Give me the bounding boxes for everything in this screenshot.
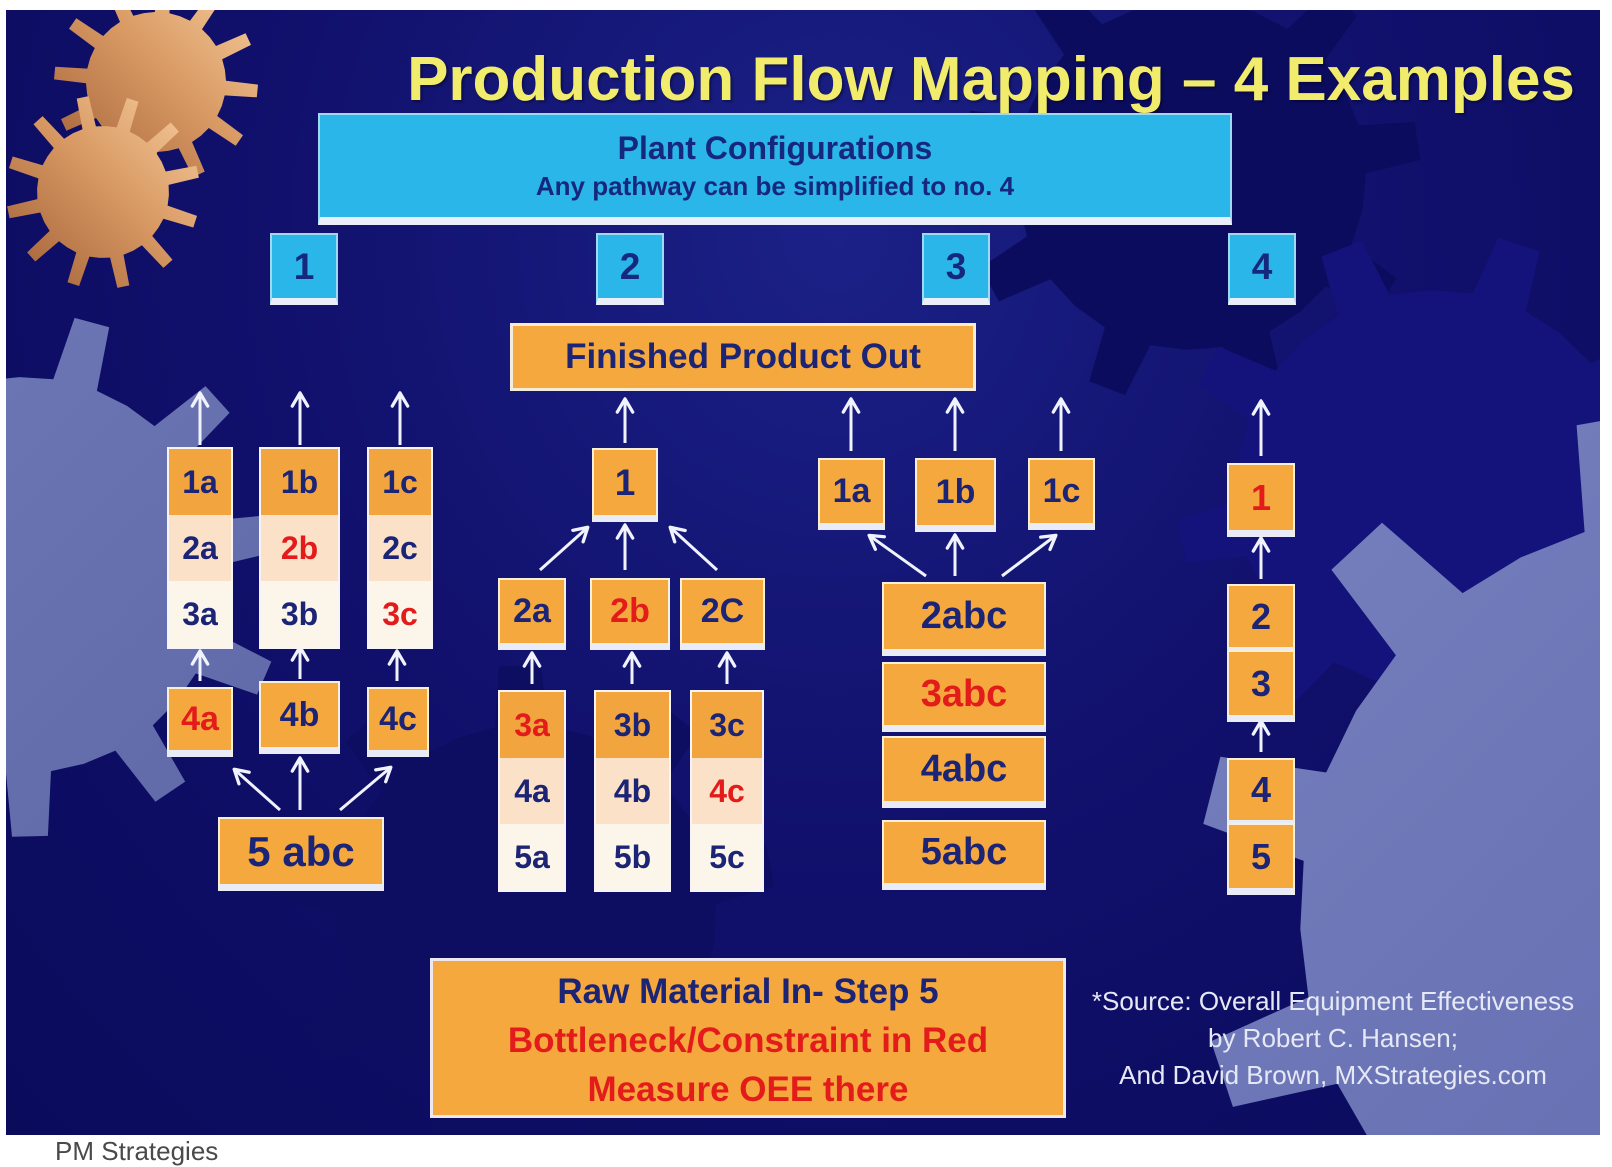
plant-configurations-subheading: Any pathway can be simplified to no. 4	[535, 171, 1015, 201]
step-cell: 4a	[514, 772, 550, 809]
page-footer-text: PM Strategies	[55, 1136, 219, 1166]
periwinkle-gear-icon	[1203, 421, 1600, 1135]
step-cell: 5abc	[920, 831, 1008, 873]
note-line-1: Raw Material In- Step 5	[557, 972, 939, 1011]
periwinkle-gear-icon	[6, 317, 285, 837]
ex3-step-1b-box: 1b	[915, 458, 996, 532]
copper-gear-icon	[54, 10, 258, 184]
ex2-step-2a-box: 2a	[498, 578, 566, 650]
ex2-column-a: 3a 4a 5a	[498, 690, 566, 892]
note-line-2: Bottleneck/Constraint in Red	[507, 1021, 989, 1060]
step-cell: 5 abc	[247, 827, 355, 875]
step-cell: 5	[1250, 835, 1272, 877]
step-cell: 5b	[613, 838, 652, 875]
bottleneck-step-cell: 4a	[181, 700, 219, 738]
step-cell: 1	[614, 461, 636, 503]
step-cell: 5c	[709, 838, 745, 875]
step-cell: 4	[1250, 769, 1272, 810]
ex4-step-2-box: 2	[1227, 584, 1295, 650]
step-cell: 2a	[513, 592, 551, 630]
bottleneck-step-cell: 3c	[382, 595, 418, 632]
step-cell: 4abc	[920, 748, 1008, 790]
ex1-step-4a-box: 4a	[167, 687, 233, 757]
ex3-step-1a-box: 1a	[818, 458, 885, 530]
bottleneck-step-cell: 2b	[610, 592, 650, 630]
ex2-step-1-box: 1	[592, 448, 658, 522]
step-cell: 1b	[280, 463, 319, 500]
ex2-column-b: 3b 4b 5b	[594, 690, 671, 892]
ex1-step-4b-box: 4b	[259, 681, 340, 754]
step-cell: 3c	[709, 706, 745, 743]
step-cell: 4b	[279, 695, 320, 734]
step-cell: 1a	[182, 463, 218, 500]
step-cell: 1b	[935, 473, 976, 511]
ex1-column-c: 1c 2c 3c	[367, 447, 433, 649]
ex2-step-2c-box: 2C	[680, 578, 765, 650]
finished-product-out-box: Finished Product Out	[510, 323, 976, 391]
source-credit-line-3: And David Brown, MXStrategies.com	[1119, 1060, 1547, 1090]
bottleneck-step-cell: 3a	[514, 706, 550, 743]
step-cell: 3b	[613, 706, 652, 743]
step-cell: 2c	[382, 529, 418, 566]
step-cell: 3a	[182, 595, 218, 632]
step-cell: 5a	[514, 838, 550, 875]
bottleneck-step-cell: 4c	[709, 772, 745, 809]
config-badge-2: 2	[596, 233, 664, 305]
ex4-step-1-box: 1	[1227, 463, 1295, 537]
copper-gear-icon	[7, 96, 199, 288]
step-cell: 2abc	[920, 595, 1008, 637]
source-credit: *Source: Overall Equipment Effectiveness…	[1078, 983, 1588, 1094]
ex2-column-c: 3c 4c 5c	[690, 690, 764, 892]
step-cell: 1c	[382, 463, 418, 500]
step-cell: 1a	[832, 472, 871, 510]
step-cell: 4b	[613, 772, 652, 809]
step-cell: 3b	[280, 595, 319, 632]
note-line-3: Measure OEE there	[587, 1070, 909, 1109]
step-cell: 3	[1250, 662, 1272, 704]
source-credit-line-2: by Robert C. Hansen;	[1207, 1023, 1458, 1053]
raw-material-note-box: Raw Material In- Step 5 Bottleneck/Const…	[430, 958, 1066, 1118]
bottleneck-step-cell: 2b	[280, 529, 319, 566]
bottleneck-step-cell: 1	[1250, 476, 1272, 518]
slide-background: Production Flow Mapping – 4 Examples Pla…	[6, 10, 1600, 1135]
ex1-column-a: 1a 2a 3a	[167, 447, 233, 649]
plant-configurations-header: Plant Configurations Any pathway can be …	[318, 113, 1232, 225]
ex4-step-3-box: 3	[1227, 650, 1295, 722]
config-badge-3: 3	[922, 233, 990, 305]
step-cell: 2	[1250, 595, 1272, 637]
bottleneck-step-cell: 3abc	[920, 673, 1008, 715]
ex3-step-4abc-box: 4abc	[882, 736, 1046, 808]
config-badge-4: 4	[1228, 233, 1296, 305]
step-cell: 2a	[182, 529, 218, 566]
page-title: Production Flow Mapping – 4 Examples	[407, 45, 1575, 114]
step-cell: 1c	[1042, 472, 1081, 510]
ex3-step-2abc-box: 2abc	[882, 582, 1046, 656]
source-credit-line-1: *Source: Overall Equipment Effectiveness	[1091, 986, 1575, 1016]
ex2-step-2b-box: 2b	[590, 578, 670, 650]
step-cell: 4c	[379, 700, 417, 738]
ex1-step-4c-box: 4c	[367, 687, 429, 757]
step-cell: 2C	[700, 592, 745, 630]
ex4-step-4-box: 4	[1227, 758, 1295, 823]
ex3-step-3abc-box: 3abc	[882, 662, 1046, 732]
ex1-raw-material-box: 5 abc	[218, 817, 384, 891]
flow-arrows	[190, 391, 1271, 812]
plant-configurations-heading: Plant Configurations	[617, 130, 933, 166]
ex3-step-5abc-box: 5abc	[882, 820, 1046, 890]
ex4-step-5-box: 5	[1227, 823, 1295, 895]
config-badge-1: 1	[270, 233, 338, 305]
ex3-step-1c-box: 1c	[1028, 458, 1095, 530]
ex1-column-b: 1b 2b 3b	[259, 447, 340, 649]
